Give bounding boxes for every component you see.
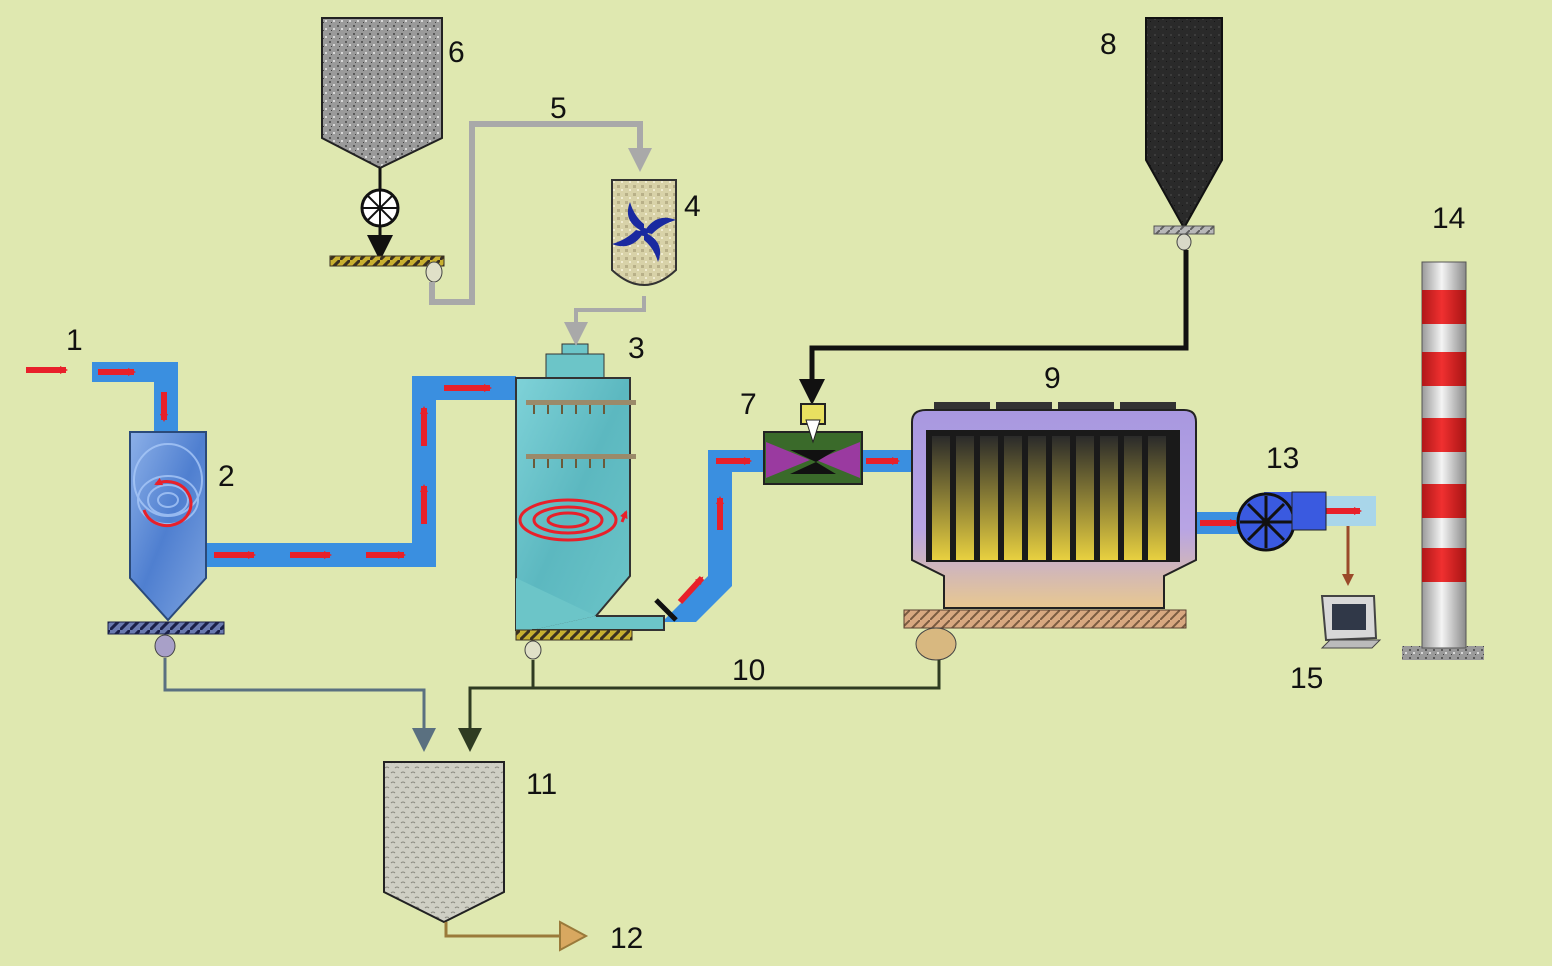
label-7: 7 bbox=[740, 388, 757, 421]
label-10: 10 bbox=[732, 654, 765, 687]
ash-silo-icon bbox=[383, 761, 589, 952]
cyclone-separator-icon bbox=[107, 431, 225, 658]
silo-6-conveyor bbox=[329, 255, 445, 267]
lime-silo-icon bbox=[321, 17, 445, 283]
filter-conveyor bbox=[903, 609, 1187, 629]
duct-reactor-outlet bbox=[664, 470, 732, 622]
flow-arrow bbox=[677, 575, 705, 605]
duct-riser bbox=[412, 376, 436, 567]
silo-8-body bbox=[1145, 17, 1223, 231]
stack-body bbox=[1421, 261, 1467, 649]
ash-collection-line bbox=[458, 660, 941, 752]
spray-reactor-icon bbox=[515, 343, 678, 660]
reactor-damper bbox=[654, 598, 678, 622]
cyclone-valve bbox=[154, 634, 176, 658]
bag-filter-icon bbox=[903, 402, 1197, 661]
label-6: 6 bbox=[448, 36, 465, 69]
label-9: 9 bbox=[1044, 362, 1061, 395]
label-11: 11 bbox=[526, 768, 557, 801]
induced-draft-fan-icon bbox=[1236, 491, 1354, 586]
filter-valve bbox=[915, 627, 957, 661]
label-2: 2 bbox=[218, 460, 235, 493]
cyclone-conveyor bbox=[107, 621, 225, 635]
mixer-feed-line bbox=[564, 296, 646, 346]
monitor-icon bbox=[1320, 595, 1382, 649]
reactor-conveyor bbox=[515, 629, 633, 641]
mixer-icon bbox=[564, 179, 677, 346]
filter-bags bbox=[932, 436, 1166, 560]
product-line bbox=[444, 922, 578, 938]
sorbent-line bbox=[429, 121, 652, 305]
venturi-injector-icon bbox=[763, 403, 863, 485]
label-1: 1 bbox=[66, 324, 83, 357]
chimney-stack-icon bbox=[1402, 261, 1484, 660]
cyclone-ash-line bbox=[163, 658, 436, 752]
silo-6-body bbox=[321, 17, 443, 170]
carbon-line bbox=[799, 250, 1189, 405]
silo-6-valve bbox=[425, 261, 443, 283]
label-8: 8 bbox=[1100, 28, 1117, 61]
label-5: 5 bbox=[550, 92, 567, 125]
reactor-valve bbox=[524, 640, 542, 660]
label-14: 14 bbox=[1432, 202, 1465, 235]
label-3: 3 bbox=[628, 332, 645, 365]
label-4: 4 bbox=[684, 190, 701, 223]
ash-silo-body bbox=[383, 761, 505, 924]
product-arrow bbox=[559, 920, 589, 952]
label-12: 12 bbox=[610, 922, 643, 955]
carbon-silo-icon bbox=[799, 17, 1223, 405]
component-labels: 1 2 3 4 5 6 7 8 9 10 11 12 13 14 15 bbox=[66, 28, 1465, 955]
label-13: 13 bbox=[1266, 442, 1299, 475]
label-15: 15 bbox=[1290, 662, 1323, 695]
silo-8-conveyor bbox=[1153, 225, 1215, 235]
reactor-spiral bbox=[518, 498, 618, 542]
spray-bars bbox=[526, 400, 636, 468]
reactor-top-cap bbox=[545, 353, 605, 379]
